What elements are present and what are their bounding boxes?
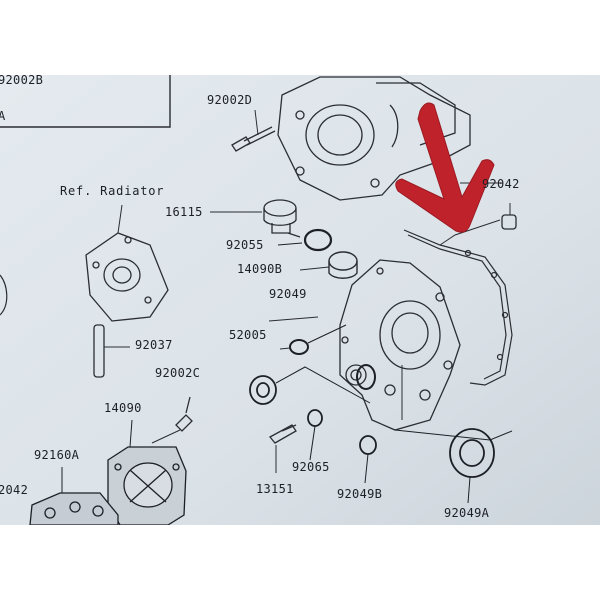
- label-top-left-letter: A: [0, 109, 6, 123]
- seal-92049A: [394, 428, 513, 504]
- main-cover-drawing: [339, 259, 461, 431]
- paper-background: [0, 75, 600, 525]
- label-92049: 92049: [269, 287, 307, 301]
- part-92160A: [29, 467, 119, 525]
- label-13151: 13151: [256, 482, 294, 496]
- radiator-housing-drawing: [85, 204, 169, 322]
- seal-52005: [249, 366, 371, 405]
- label-52005: 52005: [229, 328, 267, 342]
- bolt-92002D: [231, 109, 276, 152]
- bolt-13151: [268, 424, 297, 473]
- label-92065: 92065: [292, 460, 330, 474]
- oring-92055: [277, 228, 333, 252]
- pin-92037: [93, 324, 130, 378]
- washer-92049B: [359, 435, 377, 484]
- label-92002c: 92002C: [155, 366, 201, 380]
- label-92049b: 92049B: [337, 487, 383, 501]
- bolt-92002C: [151, 396, 193, 444]
- label-92037: 92037: [135, 338, 173, 352]
- red-arrow-icon: [395, 102, 495, 233]
- label-92049a: 92049A: [444, 506, 490, 520]
- label-92002d: 92002D: [207, 93, 253, 107]
- label-14090: 14090: [104, 401, 142, 415]
- diagram-drawing: [0, 75, 600, 525]
- label-ref-radiator: Ref. Radiator: [60, 184, 165, 198]
- washer-92065: [307, 409, 323, 461]
- gasket-92042: [403, 219, 513, 386]
- label-92042: 92042: [482, 177, 520, 191]
- plug-92042: [501, 203, 517, 230]
- parts-diagram-photo: 92002B A 92002D Ref. Radiator 16115 9205…: [0, 75, 600, 525]
- label-92160a: 92160A: [34, 448, 80, 462]
- label-14090b: 14090B: [237, 262, 283, 276]
- cap-16115: [263, 199, 301, 238]
- oring-inner: [356, 364, 376, 390]
- label-16115: 16115: [165, 205, 203, 219]
- label-92002b-partial: 92002B: [0, 75, 44, 87]
- washer-92049: [289, 324, 347, 355]
- ref-box-outline: [0, 75, 171, 128]
- leader-lines: [210, 182, 503, 350]
- left-edge-fragment: [0, 274, 8, 316]
- label-2042-left: 2042: [0, 483, 29, 497]
- sleeve-14090B: [328, 251, 358, 279]
- label-92055: 92055: [226, 238, 264, 252]
